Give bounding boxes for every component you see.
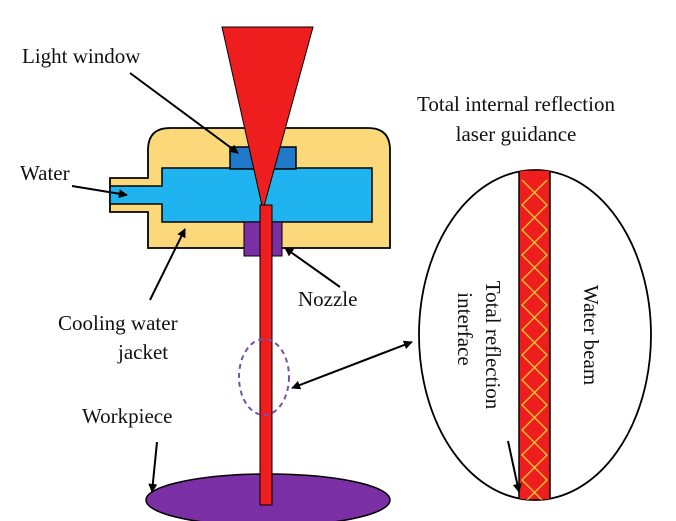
title-line1: Total internal reflection	[417, 92, 615, 116]
water-arrow	[71, 185, 128, 199]
cooling-jacket-label-line1: Cooling water	[58, 311, 178, 335]
reflection-zigzag-2	[521, 179, 548, 500]
light-window-label: Light window	[22, 44, 141, 68]
magnified-view	[418, 169, 652, 501]
water-label: Water	[20, 161, 70, 185]
interface-label-line1: Total reflection	[481, 281, 505, 410]
water-beam-column	[259, 204, 273, 506]
water-channel	[109, 167, 373, 223]
water-beam-label: Water beam	[579, 285, 603, 385]
laser-beam-cone	[221, 26, 314, 211]
interface-label-line2: interface	[453, 292, 477, 365]
light-window-arrow	[129, 72, 239, 154]
water-beam-magnified	[518, 170, 551, 500]
magnify-arrow	[291, 340, 413, 390]
cooling-jacket-arrow	[149, 228, 186, 301]
magnified-region-marker	[238, 338, 290, 416]
nozzle-label: Nozzle	[298, 287, 357, 311]
nozzle-arrow	[284, 247, 341, 288]
workpiece-arrow	[148, 441, 158, 493]
cooling-jacket-label-line2: jacket	[117, 340, 168, 364]
interface-arrow	[507, 440, 522, 493]
title-line2: laser guidance	[456, 122, 577, 146]
workpiece-label: Workpiece	[82, 404, 172, 428]
